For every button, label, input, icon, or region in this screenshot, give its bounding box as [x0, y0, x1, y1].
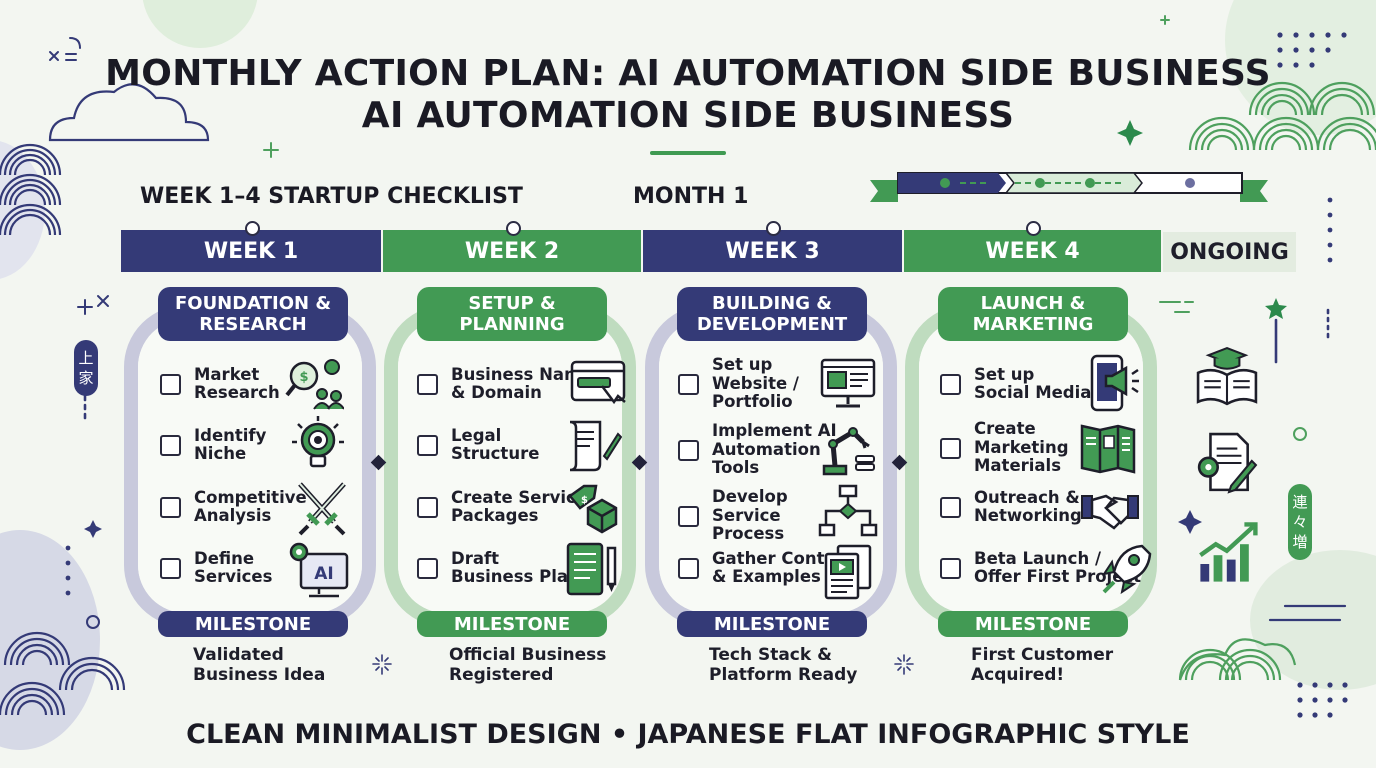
browser-domain-icon	[570, 360, 626, 405]
svg-text:$: $	[581, 495, 588, 506]
checklist-item[interactable]: Gather Content& Examples	[678, 545, 855, 591]
checkbox[interactable]	[678, 439, 699, 461]
checkbox[interactable]	[160, 373, 181, 395]
month-label: MONTH 1	[633, 184, 749, 209]
checkbox[interactable]	[417, 557, 438, 579]
milestone-badge: MILESTONE	[677, 611, 867, 637]
svg-text:AI: AI	[314, 564, 333, 584]
checklist-label: WEEK 1–4 STARTUP CHECKLIST	[140, 184, 523, 209]
crossed-swords-icon	[298, 482, 346, 536]
checkbox[interactable]	[940, 496, 961, 518]
week-2-marker	[506, 221, 521, 236]
week-3-heading: BUILDING &DEVELOPMENT	[677, 287, 867, 341]
package-tag-icon: $	[568, 484, 618, 534]
week-4-marker	[1026, 221, 1041, 236]
milestone-badge: MILESTONE	[417, 611, 607, 637]
documents-icon	[824, 544, 872, 600]
footer-caption: CLEAN MINIMALIST DESIGN • JAPANESE FLAT …	[186, 719, 1190, 750]
checklist-item[interactable]: Business Name& Domain	[417, 361, 592, 407]
week-1-marker	[245, 221, 260, 236]
ai-screen-gear-icon: AI	[289, 542, 349, 598]
checkbox[interactable]	[417, 373, 438, 395]
checkbox[interactable]	[678, 557, 699, 579]
week-1-band: WEEK 1	[121, 230, 381, 272]
milestone-badge: MILESTONE	[158, 611, 348, 637]
checkbox[interactable]	[940, 373, 961, 395]
checkbox[interactable]	[160, 496, 181, 518]
right-vertical-tag: 連々増	[1288, 484, 1312, 560]
title-divider	[650, 151, 726, 155]
checkbox[interactable]	[160, 557, 181, 579]
flowchart-icon	[818, 484, 878, 537]
week-1-heading: FOUNDATION &RESEARCH	[158, 287, 348, 341]
page-subtitle: AI AUTOMATION SIDE BUSINESS	[361, 95, 1015, 136]
growth-chart-icon	[1199, 522, 1258, 582]
checkbox[interactable]	[678, 373, 699, 395]
lightbulb-target-icon	[292, 416, 344, 468]
website-monitor-icon	[820, 358, 876, 408]
checklist-item[interactable]: Beta Launch /Offer First Project	[940, 545, 1141, 591]
checkbox[interactable]	[940, 437, 961, 459]
week-3-marker	[766, 221, 781, 236]
robot-arm-icon	[822, 427, 875, 476]
week-4-band: WEEK 4	[904, 230, 1161, 272]
checkbox[interactable]	[160, 434, 181, 456]
notebook-pen-icon	[566, 542, 617, 596]
week-4-heading: LAUNCH &MARKETING	[938, 287, 1128, 341]
page-title: MONTHLY ACTION PLAN: AI AUTOMATION SIDE …	[105, 53, 1271, 94]
book-graduation-icon	[1196, 346, 1258, 406]
checkbox[interactable]	[678, 505, 699, 527]
milestone-result: Tech Stack &Platform Ready	[709, 645, 858, 685]
scroll-pen-icon	[569, 420, 622, 472]
brochure-icon	[1080, 424, 1136, 474]
ongoing-band: ONGOING	[1163, 232, 1296, 272]
magnifier-people-icon: $	[285, 359, 344, 410]
week-3-band: WEEK 3	[643, 230, 902, 272]
week-2-heading: SETUP &PLANNING	[417, 287, 607, 341]
checkbox[interactable]	[417, 434, 438, 456]
checklist-item[interactable]: Outreach &Networking	[940, 484, 1082, 530]
week-2-band: WEEK 2	[383, 230, 641, 272]
document-gear-pen-icon	[1197, 432, 1258, 494]
rocket-icon	[1101, 544, 1152, 595]
checkbox[interactable]	[417, 496, 438, 518]
checkbox[interactable]	[940, 557, 961, 579]
svg-text:$: $	[299, 370, 308, 385]
progress-ribbon	[870, 172, 1268, 202]
left-vertical-tag: 上家	[74, 340, 98, 396]
handshake-icon	[1081, 494, 1139, 530]
milestone-badge: MILESTONE	[938, 611, 1128, 637]
phone-megaphone-icon	[1090, 354, 1139, 412]
